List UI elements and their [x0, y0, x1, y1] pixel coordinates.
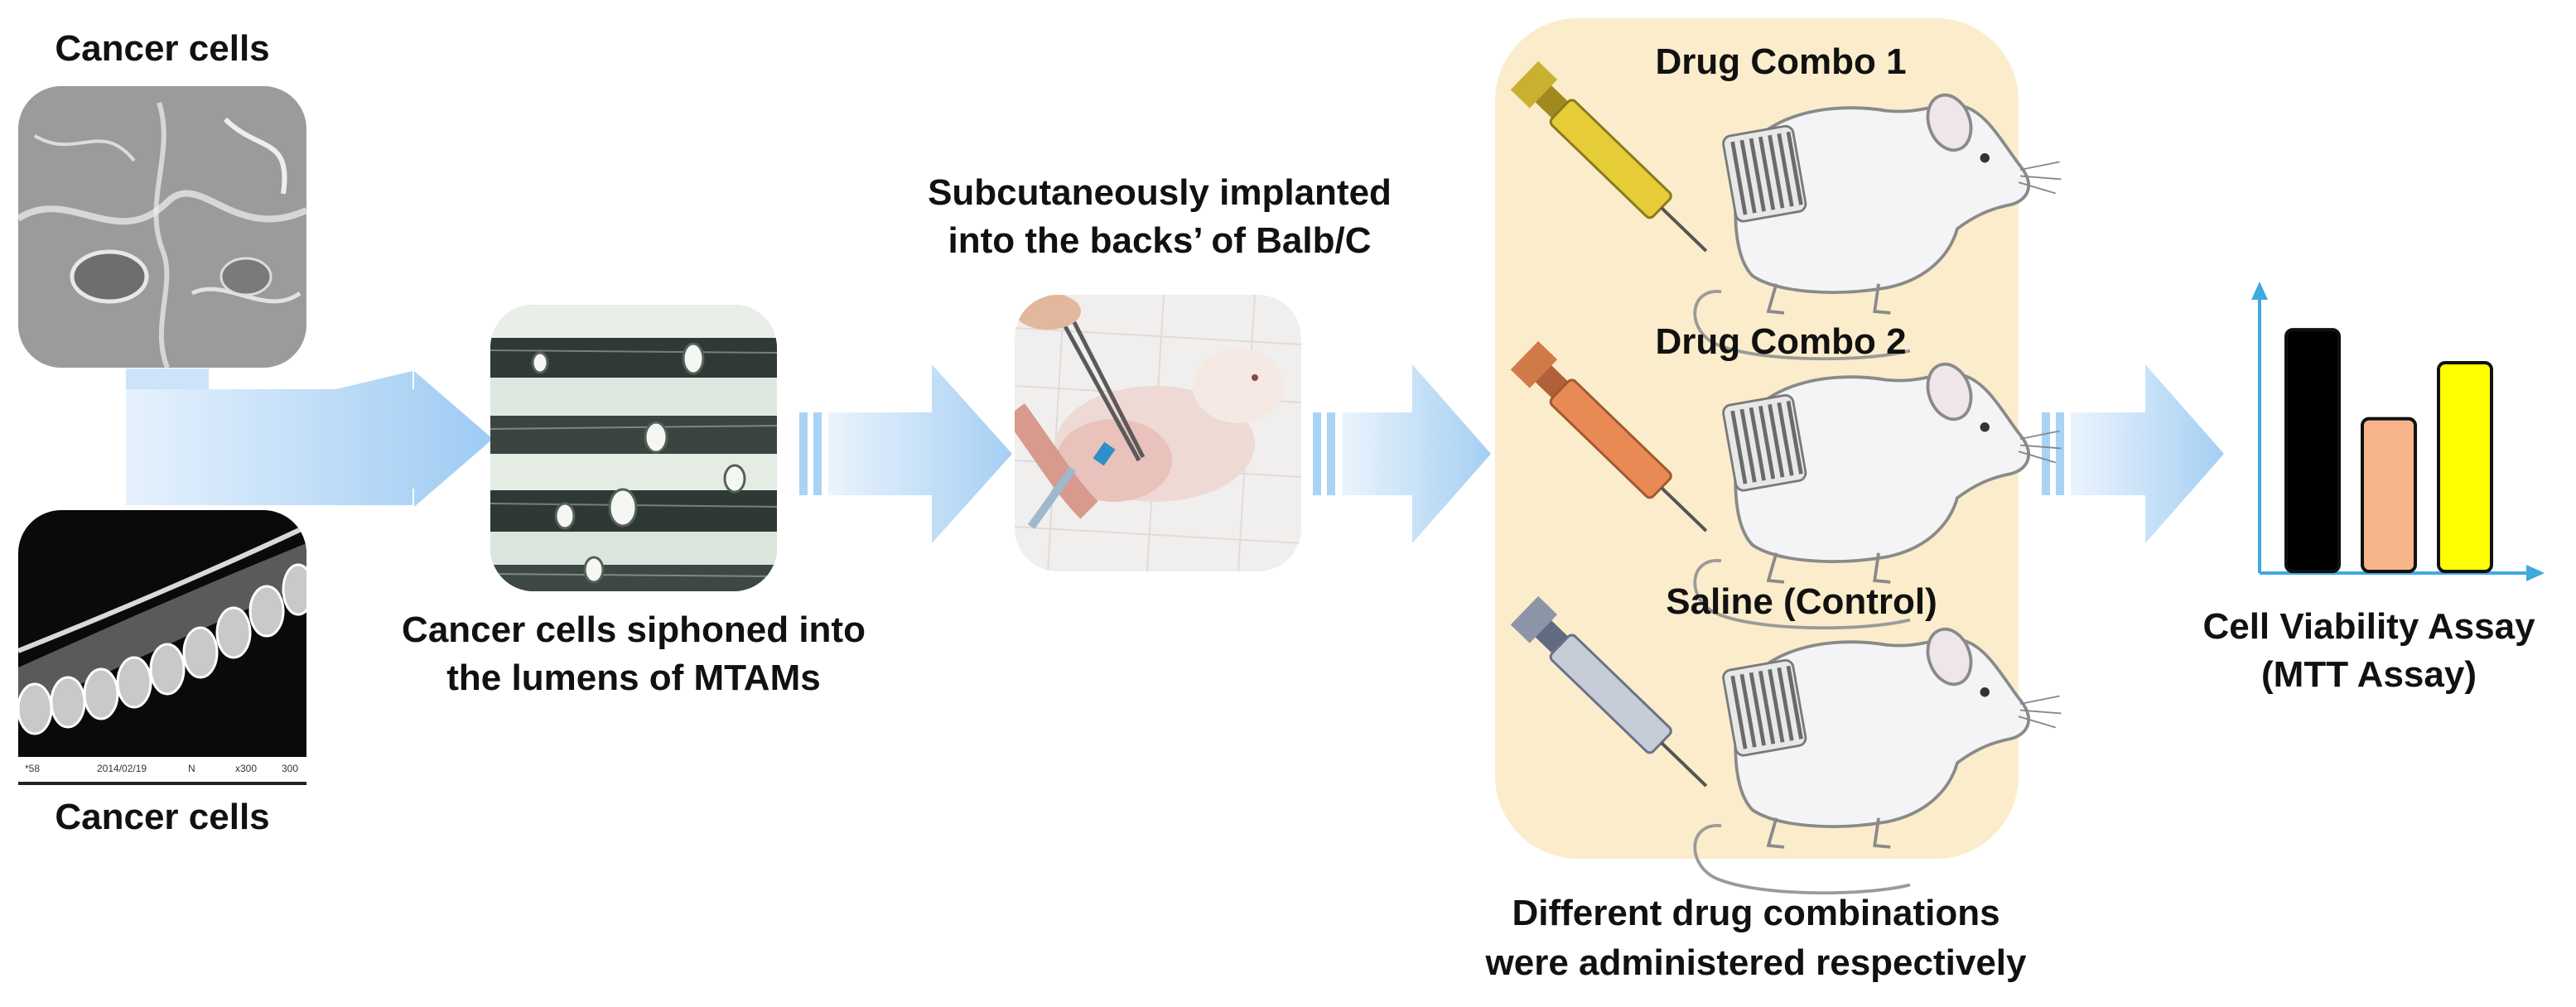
syringe-yellow-icon — [1510, 60, 1708, 253]
label-different-line2: were administered respectively — [1485, 942, 2027, 983]
label-implanted-line2: into the backs’ of Balb/C — [948, 220, 1372, 261]
label-viability-line2: (MTT Assay) — [2261, 654, 2477, 695]
arrow-to-drug-panel — [1313, 364, 1491, 543]
chart-bar-1 — [2284, 328, 2341, 573]
arrow-to-assay — [2042, 364, 2224, 543]
arrow-to-mouse-photo — [799, 364, 1012, 543]
syringe-orange-icon — [1510, 340, 1708, 532]
label-different-line1: Different drug combinations — [1512, 893, 2000, 933]
label-siphoned-line2: the lumens of MTAMs — [446, 658, 821, 698]
chart-bar-3 — [2437, 361, 2493, 574]
sem-footer-4: x300 — [235, 763, 257, 774]
chart-y-arrowhead — [2251, 282, 2268, 300]
chart-bar-2 — [2361, 417, 2417, 573]
label-viability-line1: Cell Viability Assay — [2202, 606, 2535, 647]
mtam-lumens-micrograph — [490, 305, 777, 591]
sem-footer-2: 2014/02/19 — [97, 763, 147, 774]
label-cancer-cells-bottom: Cancer cells — [55, 797, 270, 837]
viability-chart — [2251, 282, 2545, 581]
chart-x-arrowhead — [2526, 565, 2545, 581]
label-drug-combo-1: Drug Combo 1 — [1655, 41, 1907, 82]
merge-arrow — [126, 369, 493, 507]
sem-footer-3: N — [188, 763, 195, 774]
label-saline-control: Saline (Control) — [1666, 581, 1937, 622]
sem-footer-5: 300 — [282, 763, 298, 774]
label-drug-combo-2: Drug Combo 2 — [1655, 321, 1907, 362]
sem-footer-1: *58 — [25, 763, 40, 774]
cancer-cells-micrograph — [18, 86, 306, 368]
label-cancer-cells-top: Cancer cells — [55, 28, 270, 69]
label-siphoned-line1: Cancer cells siphoned into — [402, 610, 866, 650]
sem-underline — [18, 782, 306, 785]
label-implanted-line1: Subcutaneously implanted — [928, 172, 1392, 213]
sem-micrograph: *58 2014/02/19 N x300 300 — [18, 510, 306, 777]
syringe-gray-icon — [1510, 595, 1708, 788]
mouse-implant-photo — [1015, 295, 1301, 571]
